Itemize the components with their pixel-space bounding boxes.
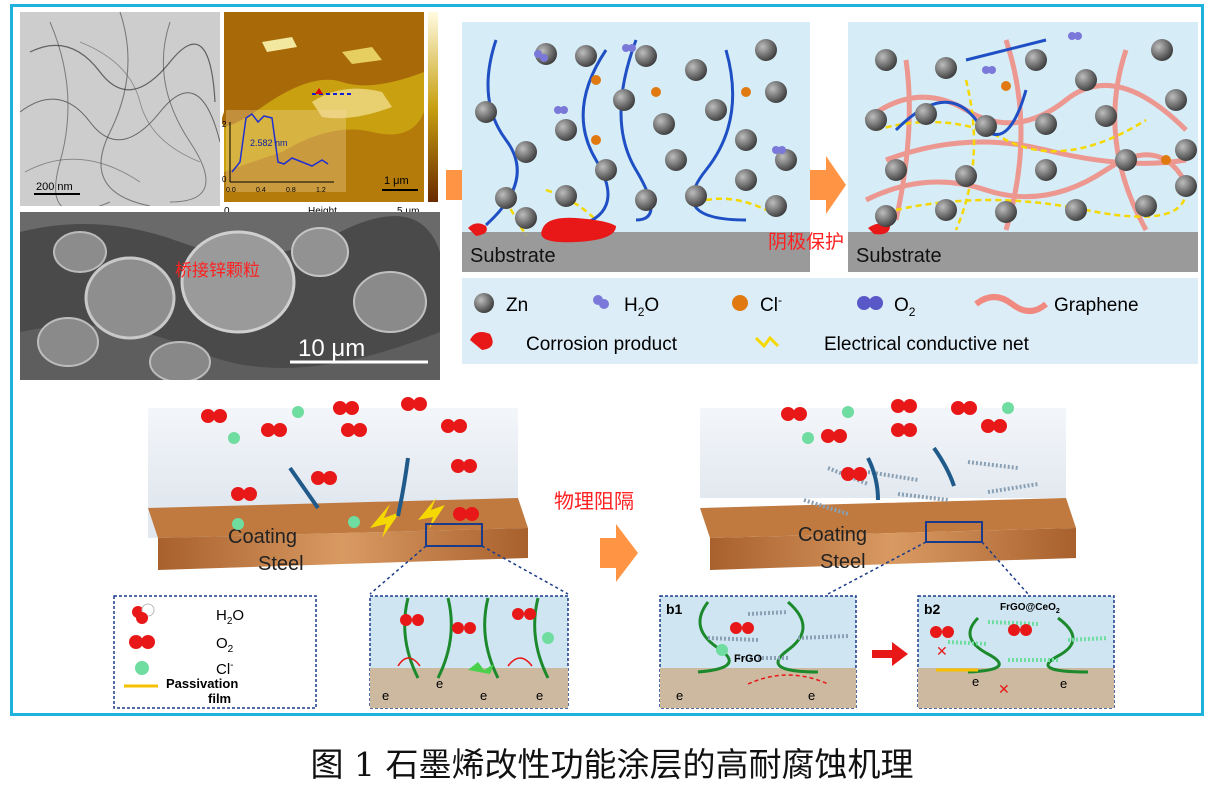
cathodic-protection-label: 阴极保护 — [768, 231, 844, 253]
tem-image: 200 nm — [20, 12, 220, 206]
afm-scale-label: 1 μm — [384, 175, 409, 187]
substrate-right-label: Substrate — [856, 245, 942, 267]
legend-zn: Zn — [506, 295, 528, 316]
barrier-legend-cl: Cl- — [216, 660, 234, 678]
legend-o2: O2 — [894, 295, 916, 319]
right-coating-label: Coating — [798, 524, 867, 546]
barrier-legend-passivation: Passivation — [166, 676, 238, 691]
afm-axis-title: Height — [308, 206, 337, 217]
afm-axis-right: 5 μm — [397, 206, 419, 217]
sem-annotation: 桥接锌颗粒 — [175, 261, 260, 280]
figure-caption: 图 1 石墨烯改性功能涂层的高耐腐蚀机理 — [310, 745, 914, 784]
inset-b2-e2: e — [1060, 676, 1067, 691]
sem-image: 10 μm 桥接锌颗粒 — [20, 212, 440, 380]
inset-b1-tag: b1 — [666, 601, 683, 617]
afm-ytick-top: 2 — [222, 120, 227, 129]
afm-axis-left: 0 — [224, 206, 230, 217]
barrier-legend-film: film — [208, 691, 231, 706]
barrier-legend-o2: O2 — [216, 635, 234, 655]
inset-b2-e1: e — [972, 674, 979, 689]
legend-h2o: H2O — [624, 295, 659, 319]
inset-a-e2: e — [436, 676, 443, 691]
barrier-schematic: Coating Steel 物理阻隔 C — [108, 388, 1118, 712]
afm-xtick: 0.0 — [226, 187, 236, 194]
afm-xtick: 1.2 — [316, 187, 326, 194]
inset-b2-cross-icon: ✕ — [936, 643, 948, 659]
tem-scale-label: 200 nm — [36, 181, 73, 193]
inset-b1-e1: e — [676, 688, 683, 703]
inset-a-e3: e — [480, 688, 487, 703]
sem-scale-label: 10 μm — [298, 335, 365, 362]
afm-xtick: 0.8 — [286, 187, 296, 194]
inset-b2-tag: b2 — [924, 601, 941, 617]
afm-height-label: 2.582 nm — [250, 138, 288, 148]
physical-barrier-label: 物理阻隔 — [554, 490, 634, 513]
inset-b2-cross-icon: ✕ — [998, 681, 1010, 697]
inset-a-e1: e — [382, 688, 389, 703]
legend-graphene: Graphene — [1054, 295, 1139, 316]
substrate-left-label: Substrate — [470, 245, 556, 267]
afm-image: 2 0 2.582 nm 0.0 0.4 0.8 1.2 1 μm 0 Heig… — [222, 12, 440, 218]
inset-b1-frgo: FrGO — [734, 653, 763, 665]
afm-xtick: 0.4 — [256, 187, 266, 194]
zinc-schematic: Substrate Substrate 阴极保护 — [446, 20, 1204, 370]
inset-b1-e2: e — [808, 688, 815, 703]
legend-corrosion: Corrosion product — [526, 334, 678, 355]
right-steel-label: Steel — [820, 551, 866, 573]
left-steel-label: Steel — [258, 553, 304, 575]
legend-net: Electrical conductive net — [824, 334, 1030, 355]
afm-ytick-bottom: 0 — [222, 175, 227, 184]
inset-b2-frgo: FrGO@CeO2 — [1000, 602, 1060, 615]
legend-cl: Cl- — [760, 293, 782, 316]
left-coating-label: Coating — [228, 526, 297, 548]
barrier-legend-h2o: H2O — [216, 607, 244, 627]
inset-a-e4: e — [536, 688, 543, 703]
